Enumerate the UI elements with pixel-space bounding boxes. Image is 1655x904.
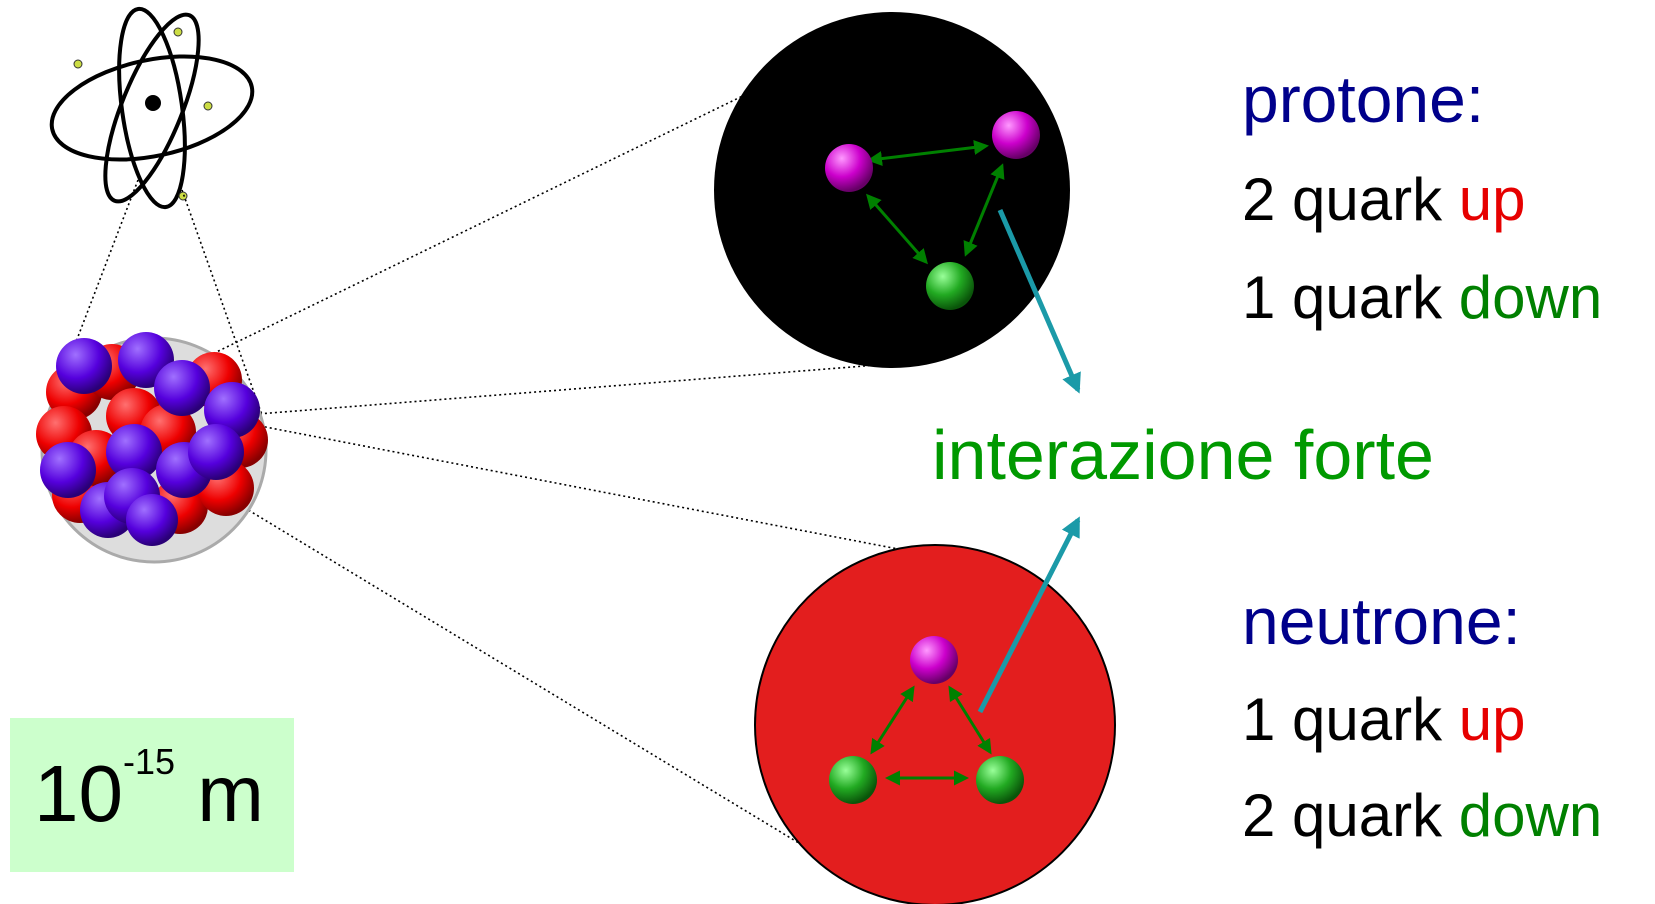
up-quark — [910, 636, 958, 684]
nucleus — [36, 332, 268, 564]
up-quark — [992, 111, 1040, 159]
strong-interaction-label: interazione forte — [932, 416, 1434, 494]
neutron-up-flavor: up — [1458, 686, 1526, 753]
neutron-line-1: 1 quark up — [1242, 690, 1526, 750]
electron-dot — [173, 27, 183, 37]
atom-nucleus-dot — [145, 95, 161, 111]
electron-dot — [178, 191, 188, 201]
neutron-title: neutrone: — [1242, 584, 1521, 658]
proton-up-flavor: up — [1458, 166, 1526, 233]
zoom-lines — [47, 34, 956, 881]
scale-exponent: -15 — [122, 741, 176, 782]
proton-line-2: 1 quark down — [1242, 268, 1602, 328]
up-quark — [825, 144, 873, 192]
force-arrow-neutron — [977, 516, 1081, 714]
neutron-line-1-text: 1 quark — [1242, 686, 1459, 753]
proton-line-1: 2 quark up — [1242, 170, 1526, 230]
neutron-line-2: 2 quark down — [1242, 786, 1602, 846]
neutron-line-2-text: 2 quark — [1242, 782, 1459, 849]
down-quark — [829, 756, 877, 804]
proton-disk — [714, 12, 1070, 368]
scale-base: 10 — [34, 749, 123, 838]
neutron-down-flavor: down — [1458, 782, 1603, 849]
neutron-disk — [754, 544, 1116, 904]
scale-box: 10-15 m — [10, 718, 294, 872]
proton-down-flavor: down — [1458, 264, 1603, 331]
proton-title: protone: — [1242, 62, 1485, 136]
force-arrow-proton — [997, 209, 1081, 394]
proton-line-2-text: 1 quark — [1242, 264, 1459, 331]
scale-unit: m — [197, 749, 264, 838]
electron-dot — [203, 101, 213, 111]
down-quark — [926, 262, 974, 310]
atom-icon — [49, 6, 255, 210]
proton-line-1-text: 2 quark — [1242, 166, 1459, 233]
down-quark — [976, 756, 1024, 804]
electron-dot — [73, 59, 83, 69]
scale-label: 10-15 m — [34, 744, 264, 834]
